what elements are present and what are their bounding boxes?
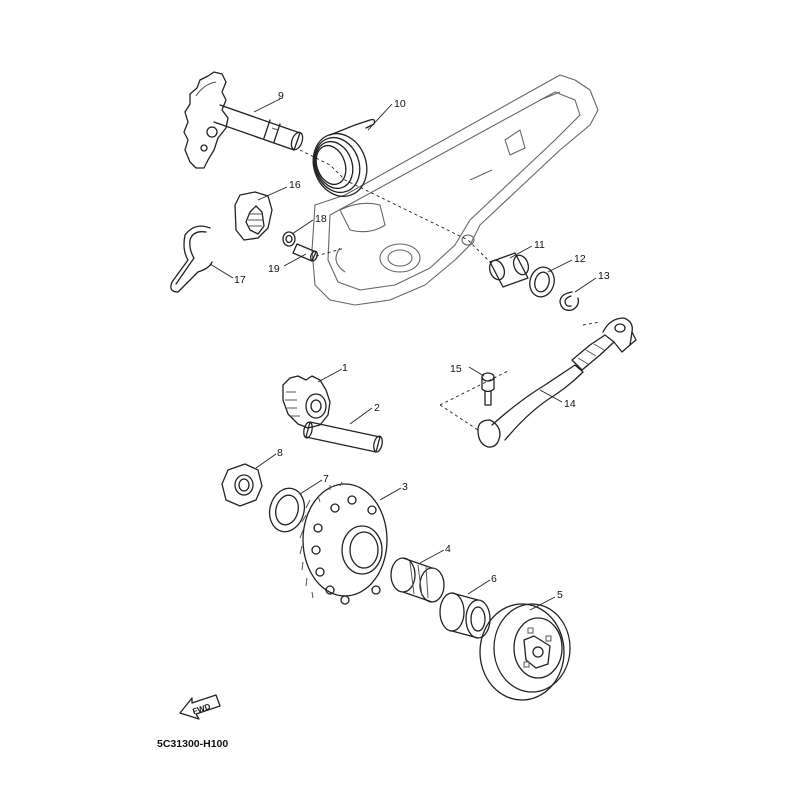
callout-4: 4 [445, 543, 451, 555]
callout-14: 14 [564, 398, 576, 410]
callouts: 9 10 16 18 19 17 11 12 13 15 14 1 2 8 7 … [209, 90, 610, 611]
callout-11: 11 [534, 239, 545, 251]
callout-2: 2 [374, 402, 380, 414]
part-4-bearing [390, 557, 445, 603]
callout-7: 7 [323, 473, 329, 485]
callout-1: 1 [342, 362, 348, 374]
callout-19: 19 [268, 263, 280, 275]
alignment-line-shaft [299, 149, 491, 263]
part-3-starter-plate [299, 481, 388, 605]
part-15-bolt [481, 372, 495, 406]
callout-17: 17 [234, 274, 246, 286]
part-19-pin [292, 243, 318, 262]
callout-9: 9 [278, 90, 284, 102]
callout-15: 15 [450, 363, 462, 375]
part-9-kick-shaft [183, 71, 304, 169]
callout-16: 16 [289, 179, 301, 191]
callout-3: 3 [402, 481, 408, 493]
part-6-collar [439, 592, 491, 639]
alignment-line-pin [315, 247, 346, 257]
part-18-washer [282, 231, 296, 247]
callout-5: 5 [557, 589, 563, 601]
part-2-shaft [303, 421, 383, 453]
part-7-washer [268, 487, 306, 533]
callout-13: 13 [598, 270, 610, 282]
part-13-circlip [559, 291, 580, 311]
alignment-line-lever [439, 321, 601, 431]
crankcase-cover [311, 74, 599, 306]
callout-12: 12 [574, 253, 586, 265]
fwd-direction-arrow: FWD [179, 694, 221, 720]
part-5-starter-clutch [479, 603, 571, 701]
part-8-nut [221, 463, 263, 507]
drawing-code: 5C31300-H100 [157, 738, 228, 750]
fwd-label: FWD [191, 702, 211, 716]
part-10-torsion-spring [312, 118, 376, 198]
part-1-idle-gear [282, 375, 331, 429]
callout-10: 10 [394, 98, 406, 110]
part-17-clip [170, 225, 213, 293]
callout-18: 18 [315, 213, 327, 225]
part-16-pinion-gear [234, 191, 273, 241]
part-14-kick-lever [477, 317, 637, 448]
part-12-washer [529, 266, 555, 298]
part-11-collar [488, 252, 530, 288]
callout-6: 6 [491, 573, 497, 585]
callout-8: 8 [277, 447, 283, 459]
